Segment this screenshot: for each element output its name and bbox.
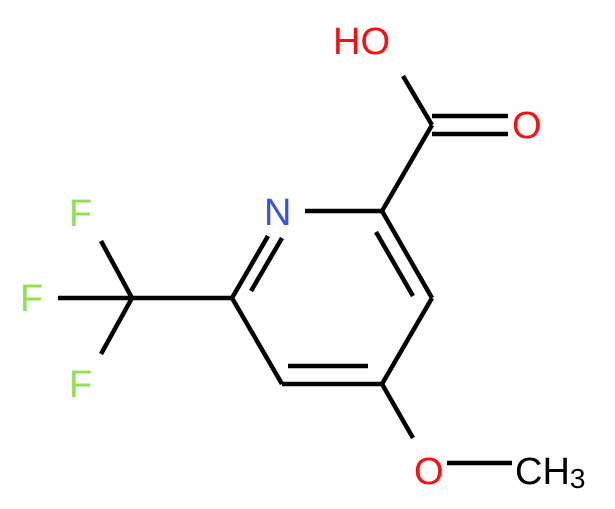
fluorine-top-label: F xyxy=(69,193,92,235)
fluorine-middle-label: F xyxy=(20,278,43,320)
bond-c6-n1 xyxy=(230,234,270,300)
fluorine-bottom-label: F xyxy=(69,364,92,406)
ether-oxygen-label: O xyxy=(414,451,444,493)
methyl-label: CH3 xyxy=(515,451,585,494)
bond-c2-c3 xyxy=(380,209,434,300)
bond-c4-o-ether xyxy=(380,382,415,440)
bond-c5-c6 xyxy=(230,296,284,386)
bond-c2-c3-inner xyxy=(374,230,415,298)
bond-c3-c4 xyxy=(380,296,434,386)
hydroxyl-label: HO xyxy=(333,21,390,63)
bond-cf3-f-top xyxy=(99,239,134,300)
ring-nitrogen-label: N xyxy=(264,192,291,234)
bonds xyxy=(58,74,512,466)
methyl-label-subscript: 3 xyxy=(570,463,586,494)
atom-labels: HO O N F F F O CH3 xyxy=(20,21,585,494)
bond-c2-carboxyl-c xyxy=(380,123,434,213)
bond-cf3-f-bottom xyxy=(99,296,134,356)
bond-carboxyl-c-oh xyxy=(401,74,434,127)
methyl-label-main: CH xyxy=(515,451,570,493)
bond-c6-n1-inner xyxy=(249,236,284,293)
carbonyl-oxygen-label: O xyxy=(512,105,542,147)
